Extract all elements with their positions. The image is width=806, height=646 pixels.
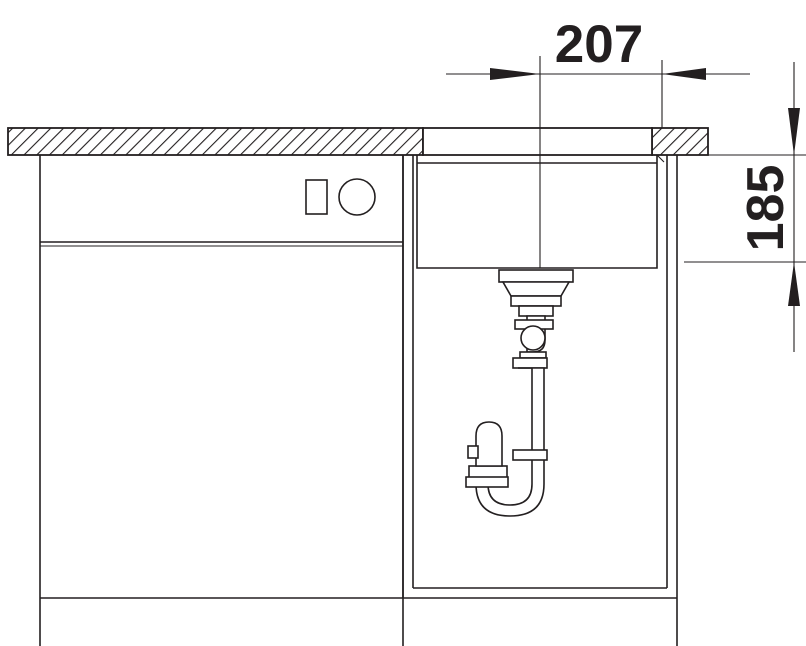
drain-siphon: [465, 269, 574, 517]
width-dimension-label: 207: [555, 15, 643, 74]
height-dimension: 185: [684, 62, 806, 352]
control-panel-knob: [338, 178, 376, 216]
height-dimension-label: 185: [737, 165, 795, 252]
width-dimension: 207: [446, 15, 750, 268]
sink-rim: [422, 127, 653, 156]
dishwasher-cabinet: [39, 155, 404, 646]
countertop-right-hatched: [651, 127, 709, 156]
sink-bowl: [416, 154, 665, 269]
control-panel-button: [305, 179, 328, 215]
countertop-left-hatched: [7, 127, 424, 156]
sink-cabinet: [402, 155, 678, 646]
countertop: [7, 127, 709, 156]
